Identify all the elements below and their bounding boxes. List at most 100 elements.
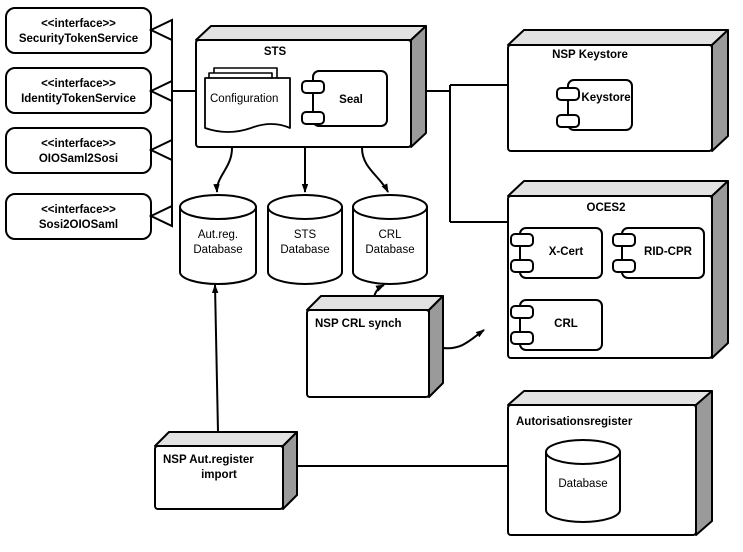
interface-name: OIOSaml2Sosi bbox=[39, 153, 118, 165]
sts-to-database-arrows bbox=[213, 147, 389, 193]
database-sts-label-line2: Database bbox=[280, 244, 329, 256]
node-nsp-crl-synch-title: NSP CRL synch bbox=[315, 318, 402, 330]
component-x-cert-label: X-Cert bbox=[549, 246, 584, 258]
node-nsp-keystore-title: NSP Keystore bbox=[552, 49, 628, 61]
realization-arrowheads bbox=[148, 18, 173, 228]
node-nsp-keystore[interactable]: NSP Keystore Keystore bbox=[507, 29, 729, 152]
node-autorisationsregister[interactable]: Autorisationsregister Database bbox=[507, 390, 713, 536]
component-crl-label: CRL bbox=[554, 318, 578, 330]
node-import-title-line2: import bbox=[201, 469, 237, 481]
database-aut-reg-top bbox=[179, 194, 257, 220]
interface-box-securitytokenservice[interactable]: <<interface>> SecurityTokenService bbox=[5, 7, 152, 54]
artifact-configuration[interactable]: Configuration bbox=[204, 67, 291, 133]
node-autoreg-side-face bbox=[695, 390, 713, 536]
database-aut-reg-body bbox=[179, 206, 257, 285]
database-aut-reg-label-line1: Aut.reg. bbox=[198, 229, 238, 241]
realization-triangle-1 bbox=[148, 18, 173, 42]
arrow-import-to-aut-reg-database bbox=[211, 284, 219, 433]
node-import-front-face bbox=[154, 445, 284, 510]
component-crl-body bbox=[519, 299, 603, 351]
interface-stereotype: <<interface>> bbox=[41, 78, 116, 90]
interface-box-shape bbox=[5, 67, 152, 114]
component-x-cert[interactable]: X-Cert bbox=[510, 227, 603, 279]
node-nsp-crl-synch-front-face bbox=[306, 309, 430, 398]
database-crl-top bbox=[352, 194, 428, 220]
node-import-top-face bbox=[154, 431, 298, 447]
database-aut-reg-database[interactable]: Aut.reg. Database bbox=[179, 194, 257, 285]
node-oces2[interactable]: OCES2 X-Cert RID-CPR CRL bbox=[507, 180, 729, 359]
database-crl-label-line2: Database bbox=[365, 244, 414, 256]
component-keystore[interactable]: Keystore bbox=[556, 79, 633, 131]
database-crl-label-line1: CRL bbox=[378, 229, 402, 241]
artifact-configuration-label: Configuration bbox=[210, 93, 278, 105]
interface-name: Sosi2OIOSaml bbox=[39, 219, 118, 231]
node-nsp-crl-synch-side-face bbox=[428, 295, 444, 398]
component-crl[interactable]: CRL bbox=[510, 299, 603, 351]
component-keystore-body bbox=[567, 79, 633, 131]
node-import-title-line1: NSP Aut.register bbox=[163, 454, 254, 466]
component-rid-cpr-tab-lower bbox=[612, 259, 636, 273]
component-seal-label: Seal bbox=[339, 94, 363, 106]
node-nsp-aut-register-import[interactable]: NSP Aut.register import bbox=[154, 431, 298, 510]
realization-triangle-2 bbox=[148, 79, 173, 103]
database-autoreg-inner[interactable]: Database bbox=[545, 439, 621, 523]
database-autoreg-inner-label: Database bbox=[558, 478, 607, 490]
interface-name: IdentityTokenService bbox=[21, 93, 136, 105]
component-rid-cpr-body bbox=[621, 227, 705, 279]
node-nsp-keystore-top-face bbox=[507, 29, 729, 46]
interface-stereotype: <<interface>> bbox=[41, 204, 116, 216]
component-x-cert-tab-upper bbox=[510, 233, 534, 247]
node-oces2-title: OCES2 bbox=[587, 202, 626, 214]
component-keystore-label: Keystore bbox=[581, 92, 630, 104]
node-sts-title: STS bbox=[264, 46, 287, 58]
interface-name: SecurityTokenService bbox=[19, 33, 138, 45]
node-nsp-crl-synch-top-face bbox=[306, 295, 444, 311]
component-seal-tab-upper bbox=[301, 80, 325, 94]
database-sts-body bbox=[267, 206, 343, 285]
component-seal-tab-lower bbox=[301, 111, 325, 125]
interface-box-shape bbox=[5, 193, 152, 240]
node-autoreg-title: Autorisationsregister bbox=[516, 416, 633, 428]
node-nsp-keystore-side-face bbox=[711, 29, 729, 152]
node-sts[interactable]: STS Configuration Seal bbox=[195, 25, 427, 148]
node-autoreg-top-face bbox=[507, 390, 713, 406]
component-keystore-tab-upper bbox=[556, 87, 580, 101]
database-sts-label-line1: STS bbox=[294, 229, 317, 241]
component-rid-cpr-label: RID-CPR bbox=[644, 246, 693, 258]
database-crl-database[interactable]: CRL Database bbox=[352, 194, 428, 285]
node-oces2-side-face bbox=[711, 180, 729, 359]
component-rid-cpr[interactable]: RID-CPR bbox=[612, 227, 705, 279]
interface-box-sosi2oiosaml[interactable]: <<interface>> Sosi2OIOSaml bbox=[5, 193, 152, 240]
component-crl-tab-lower bbox=[510, 331, 534, 345]
node-import-side-face bbox=[282, 431, 298, 510]
database-autoreg-inner-top bbox=[545, 439, 621, 465]
database-aut-reg-label-line2: Database bbox=[193, 244, 242, 256]
interface-box-oiosaml2sosi[interactable]: <<interface>> OIOSaml2Sosi bbox=[5, 127, 152, 174]
interface-box-identitytokenservice[interactable]: <<interface>> IdentityTokenService bbox=[5, 67, 152, 114]
arrow-crl-synch-to-oces2 bbox=[442, 329, 485, 350]
node-sts-side-face bbox=[410, 25, 427, 148]
component-seal-body bbox=[312, 70, 388, 127]
realization-triangle-3 bbox=[148, 138, 173, 162]
component-x-cert-body bbox=[519, 227, 603, 279]
component-keystore-tab-lower bbox=[556, 114, 580, 128]
database-sts-database[interactable]: STS Database bbox=[267, 194, 343, 285]
realization-triangle-4 bbox=[148, 204, 173, 228]
interface-stereotype: <<interface>> bbox=[41, 18, 116, 30]
component-seal[interactable]: Seal bbox=[301, 70, 388, 127]
component-crl-tab-upper bbox=[510, 305, 534, 319]
arrow-sts-to-aut-reg-database bbox=[213, 147, 233, 193]
node-oces2-top-face bbox=[507, 180, 729, 197]
component-x-cert-tab-lower bbox=[510, 259, 534, 273]
component-rid-cpr-tab-upper bbox=[612, 233, 636, 247]
interface-stereotype: <<interface>> bbox=[41, 138, 116, 150]
database-sts-top bbox=[267, 194, 343, 220]
node-sts-top-face bbox=[195, 25, 427, 41]
node-nsp-crl-synch[interactable]: NSP CRL synch bbox=[306, 295, 444, 398]
association-connectors bbox=[413, 84, 508, 223]
interface-box-shape bbox=[5, 127, 152, 174]
arrow-sts-to-crl-database bbox=[361, 147, 389, 193]
document-sheet-front bbox=[204, 77, 291, 133]
